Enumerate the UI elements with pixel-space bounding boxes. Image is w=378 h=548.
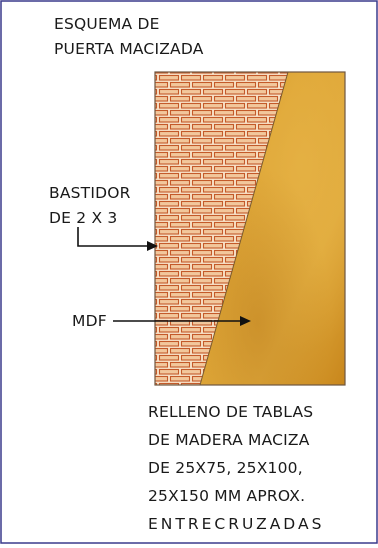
diagonal-edge <box>199 71 289 386</box>
bastidor-arrowhead <box>147 241 158 251</box>
bastidor-leader-line <box>77 227 148 247</box>
note-line-2: DE MADERA MACIZA <box>148 431 310 449</box>
fill-note: RELLENO DE TABLAS DE MADERA MACIZA DE 25… <box>148 398 324 538</box>
title-line-2: PUERTA MACIZADA <box>54 40 204 58</box>
mdf-panel-shade-2 <box>200 72 345 385</box>
note-line-1: RELLENO DE TABLAS <box>148 403 314 421</box>
note-line-3: DE 25X75, 25X100, <box>148 459 303 477</box>
mdf-arrowhead <box>240 316 251 326</box>
note-line-4: 25X150 MM APROX. <box>148 487 306 505</box>
bastidor-label-line-2: DE 2 X 3 <box>49 209 118 227</box>
door-outline <box>154 71 346 386</box>
title-line-1: ESQUEMA DE <box>54 15 160 33</box>
note-line-5: ENTRECRUZADAS <box>148 515 325 533</box>
mdf-label: MDF <box>72 312 107 330</box>
bastidor-label-line-1: BASTIDOR <box>49 184 131 202</box>
bastidor-label: BASTIDOR DE 2 X 3 <box>49 181 131 231</box>
diagram-title: ESQUEMA DE PUERTA MACIZADA <box>54 12 204 62</box>
